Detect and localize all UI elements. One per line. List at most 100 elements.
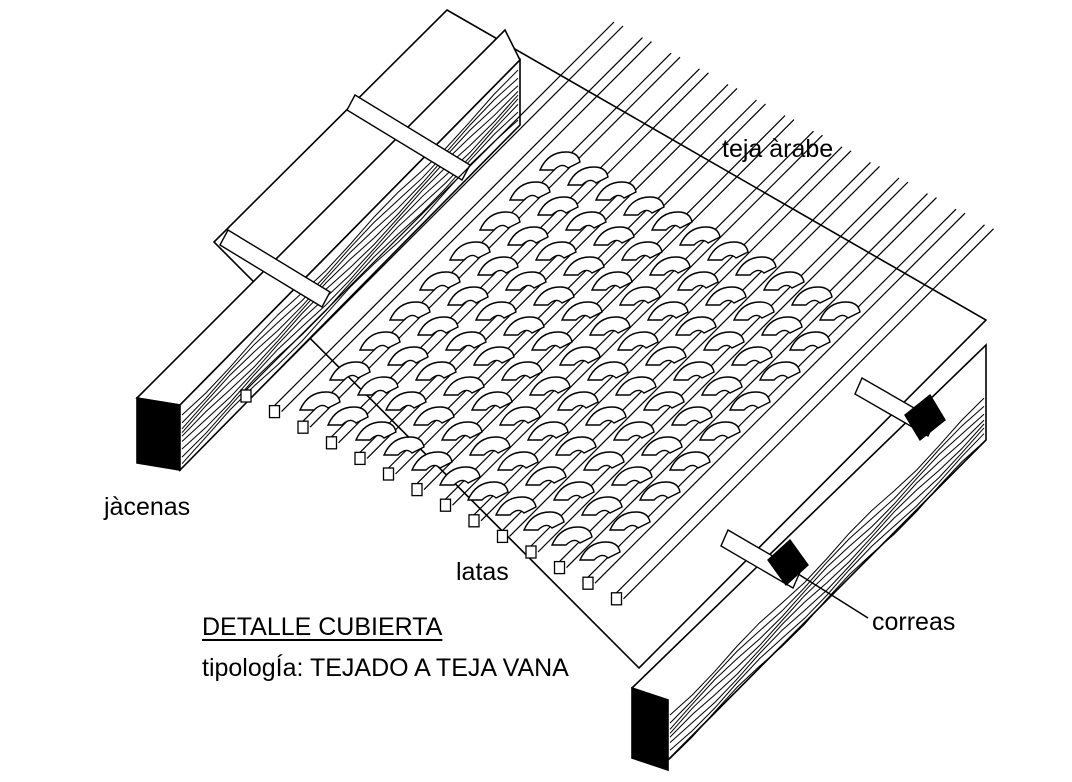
lata-line [252,25,624,397]
lata-line [300,52,672,424]
tile [478,211,521,231]
tile [620,241,663,261]
lata-line [309,56,681,428]
lata-line [395,103,766,475]
wood-grain-line [669,433,985,751]
tile [580,496,623,516]
tile [818,301,861,321]
tile [672,361,715,381]
lata-line [281,41,652,413]
lata-end [582,576,594,590]
tile [526,421,569,441]
tile [412,406,455,426]
lata-line [338,72,709,444]
tile [762,271,805,291]
tile [788,331,831,351]
lata-line [329,68,700,440]
wood-grain-line [669,413,985,730]
tile [502,316,545,336]
tile [508,181,551,201]
drawing-title: DETALLE CUBIERTA [202,613,443,641]
tile [556,391,599,411]
lata-line [423,119,795,491]
tile [640,436,683,456]
drawing-subtitle: tipologÍa: TEJADO A TEJA VANA [202,654,569,682]
wood-grain-line [181,94,519,437]
lata-end [325,436,338,450]
tile [558,346,601,366]
tile [474,301,517,321]
tile [476,256,519,276]
wood-grain-line [669,406,985,724]
wood-grain-line [181,91,519,434]
tile [438,466,481,486]
lata-line [537,181,909,553]
tile [618,286,661,306]
lata-end [354,451,366,466]
wood-grain-line [669,397,985,716]
lata-end [297,420,309,434]
tile [702,331,745,351]
lata-line [366,87,738,459]
tile [732,301,775,321]
wood-grain-line [669,427,985,743]
tile [590,271,633,291]
lata-line [452,134,823,506]
tile [500,361,543,381]
lata-end [382,467,395,481]
jacena-front [631,343,987,772]
tile [760,316,803,336]
tile [566,166,609,186]
tile [326,406,369,426]
wood-grain-line [669,441,985,759]
tile [650,211,693,231]
tile [610,466,653,486]
tile [534,241,577,261]
tile [550,526,593,546]
lata-end [268,404,281,419]
lata-line [243,21,615,393]
tile [298,391,341,411]
tile [494,496,537,516]
tile [418,271,461,291]
tile [522,511,565,531]
tile [536,196,579,216]
tile [668,451,711,471]
tile [646,301,689,321]
tile [466,481,509,501]
tile [358,331,401,351]
tile [498,406,541,426]
tile [410,451,453,471]
tile [440,421,483,441]
tile [594,181,637,201]
teja-arabe-tiles [298,151,861,561]
tile [446,286,489,306]
tile [622,196,665,216]
lata-end [525,545,537,559]
tile [384,391,427,411]
lata-line [480,150,852,522]
lata-line [614,224,985,596]
tile [386,346,429,366]
lata-end [439,498,452,512]
tile [698,421,741,441]
tile [356,376,399,396]
wood-grain-line [181,85,519,430]
tile [648,256,691,276]
tile [644,346,687,366]
tile [448,241,491,261]
tile [560,301,603,321]
tile [638,481,681,501]
tile [706,241,749,261]
lata-line [594,212,966,584]
tile [592,226,635,246]
tile [642,391,685,411]
tile [704,286,747,306]
tile [382,436,425,456]
tile [530,331,573,351]
label-jacenas: jàcenas [104,493,191,521]
correas-group [219,94,946,590]
label-latas: latas [456,558,509,586]
lata-end [553,560,566,575]
